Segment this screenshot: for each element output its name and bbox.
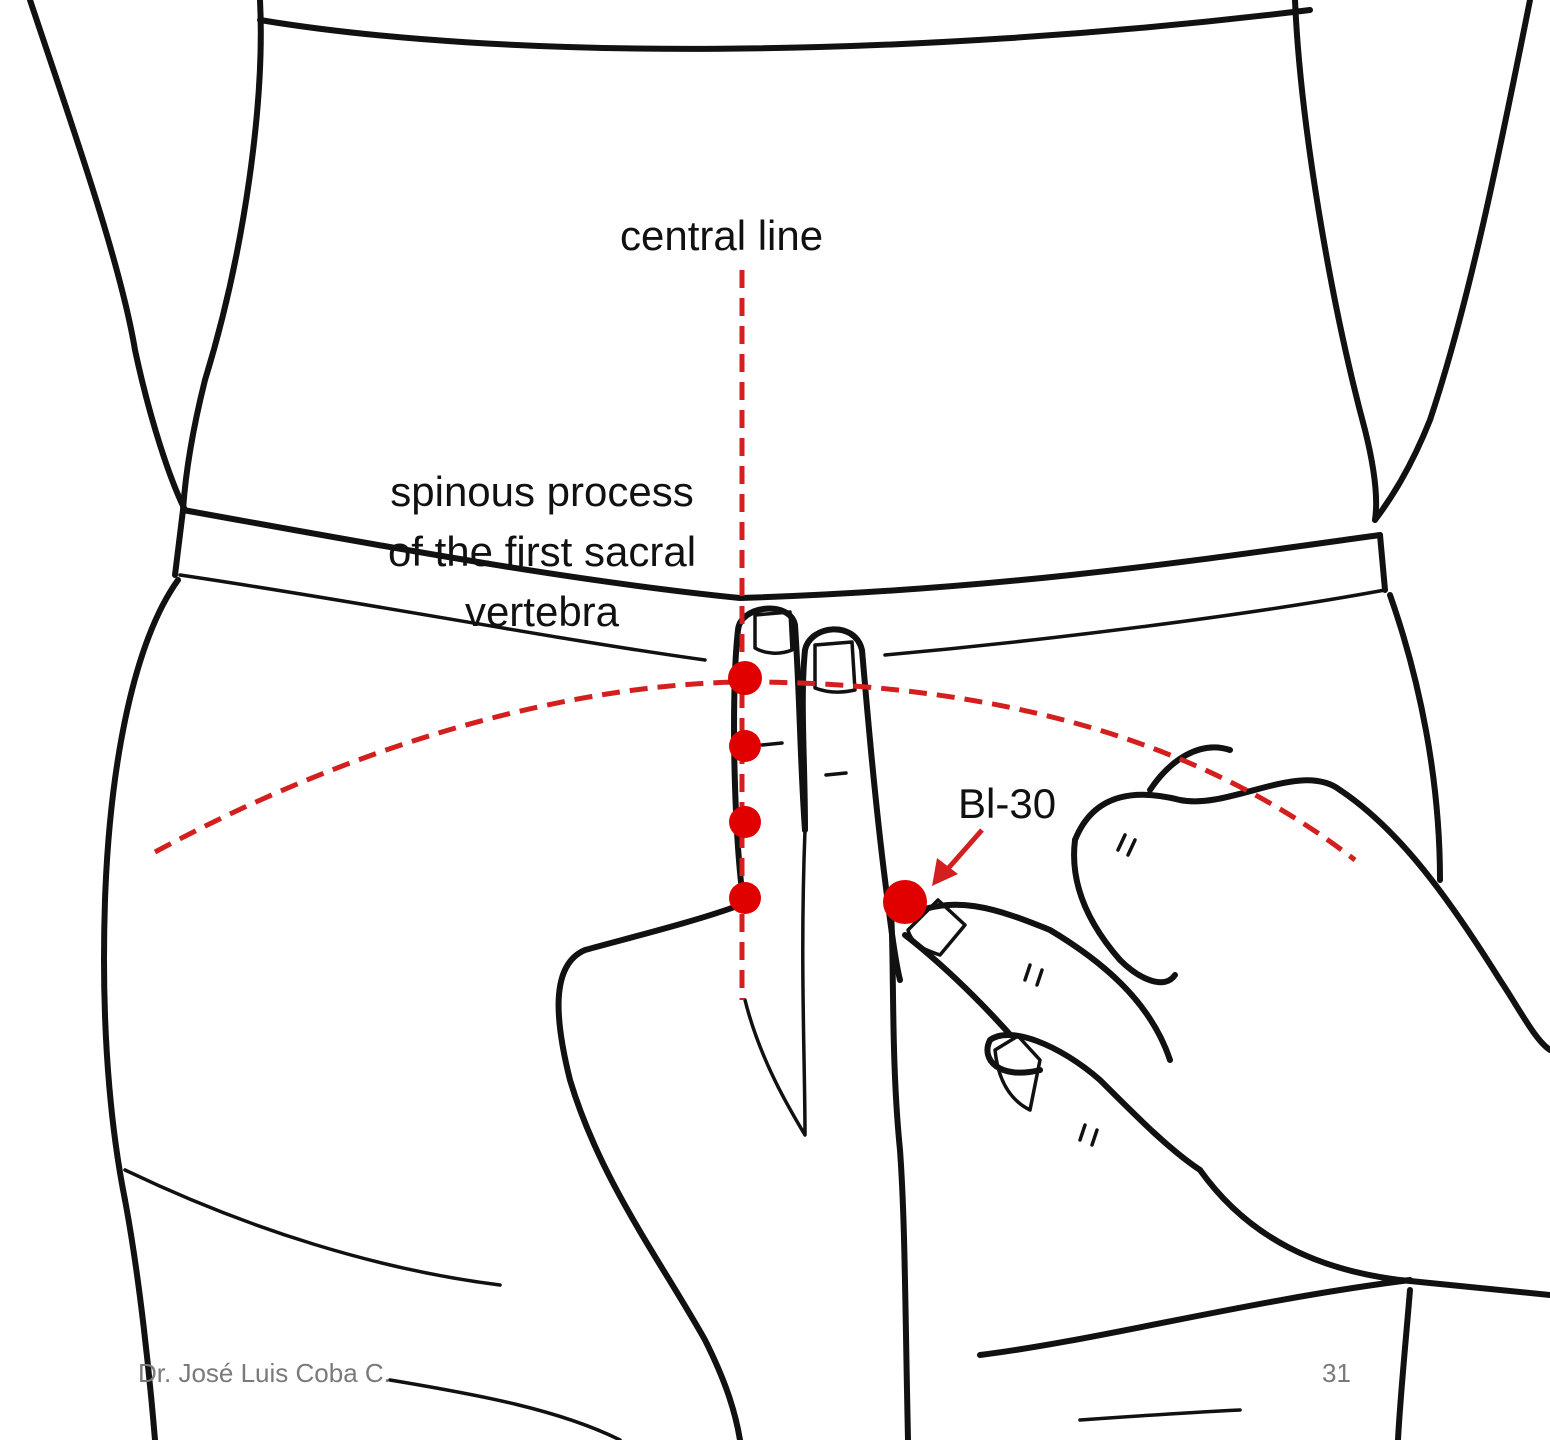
sacral-point-2 (729, 730, 761, 762)
bl-30-point (883, 880, 927, 924)
bl-30-label: Bl-30 (958, 780, 1056, 828)
left-hip-contour (104, 580, 178, 1200)
left-thigh-contour (125, 1200, 155, 1440)
left-back-contour (30, 0, 185, 510)
torso-outline (30, 0, 1530, 520)
spinous-process-label: spinous process of the first sacral vert… (352, 462, 732, 642)
upper-back-contour (260, 10, 1310, 49)
ring-finger (900, 905, 1170, 1060)
knuckle-mark-3 (1080, 1125, 1097, 1145)
sacral-point-1 (728, 661, 762, 695)
right-back-contour (1375, 0, 1530, 520)
hand (559, 609, 1550, 1440)
right-waist-contour (1295, 0, 1376, 520)
palm-left-edge (559, 905, 740, 1440)
pointer-arrow (932, 830, 982, 886)
page-number: 31 (1322, 1358, 1351, 1389)
right-buttock-fold (980, 1280, 1410, 1355)
waistband-left-edge (175, 510, 183, 575)
arrow-shaft (945, 830, 982, 872)
left-waist-contour (183, 0, 261, 510)
wrist-lower (1200, 1170, 1550, 1295)
waistband-right-edge (1380, 535, 1385, 590)
middle-finger (803, 629, 900, 980)
central-line-label: central line (620, 212, 823, 260)
spinous-label-line-2: of the first sacral (352, 522, 732, 582)
waistband-bottom-right (885, 590, 1385, 655)
right-thigh-contour (1398, 1290, 1410, 1440)
sacral-point-3 (729, 806, 761, 838)
spinous-label-line-3: vertebra (352, 582, 732, 642)
left-inner-thigh (390, 1380, 620, 1440)
middle-knuckle-mark (826, 773, 846, 775)
footer-author: Dr. José Luis Coba C. (138, 1358, 391, 1389)
sacral-point-4 (729, 882, 761, 914)
left-buttock-fold (125, 1170, 500, 1285)
right-inner-thigh (1080, 1410, 1240, 1420)
index-knuckle-mark (762, 743, 782, 745)
spinous-label-line-1: spinous process (352, 462, 732, 522)
